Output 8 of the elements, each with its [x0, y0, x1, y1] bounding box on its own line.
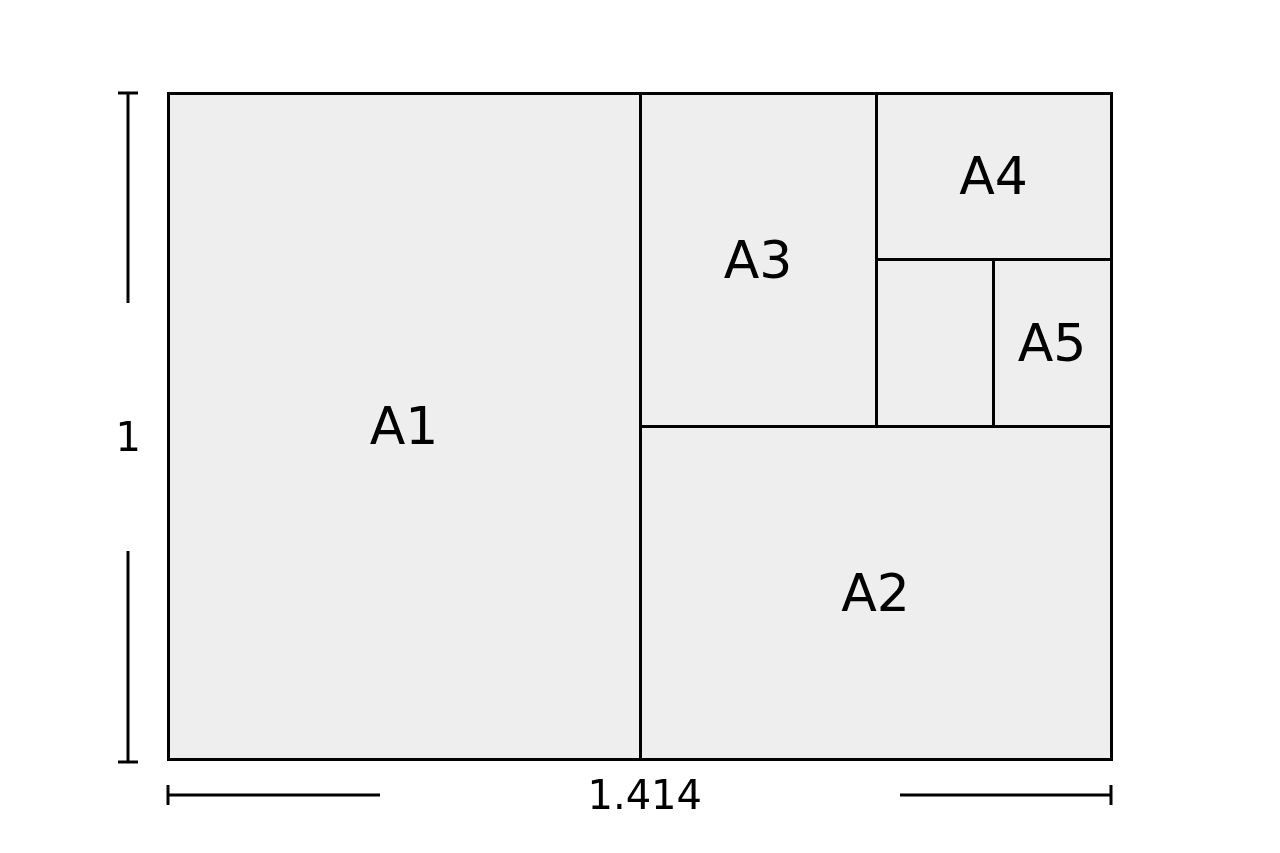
dimension-label: 1: [115, 417, 141, 457]
size-label: A3: [723, 229, 793, 290]
sheet-rectangle: [166, 91, 642, 761]
size-label: A4: [959, 146, 1028, 206]
size-label: A2: [841, 562, 910, 623]
size-label: A1: [369, 396, 439, 456]
size-label: A5: [1017, 312, 1087, 373]
dimension-label: 1.414: [587, 775, 702, 815]
